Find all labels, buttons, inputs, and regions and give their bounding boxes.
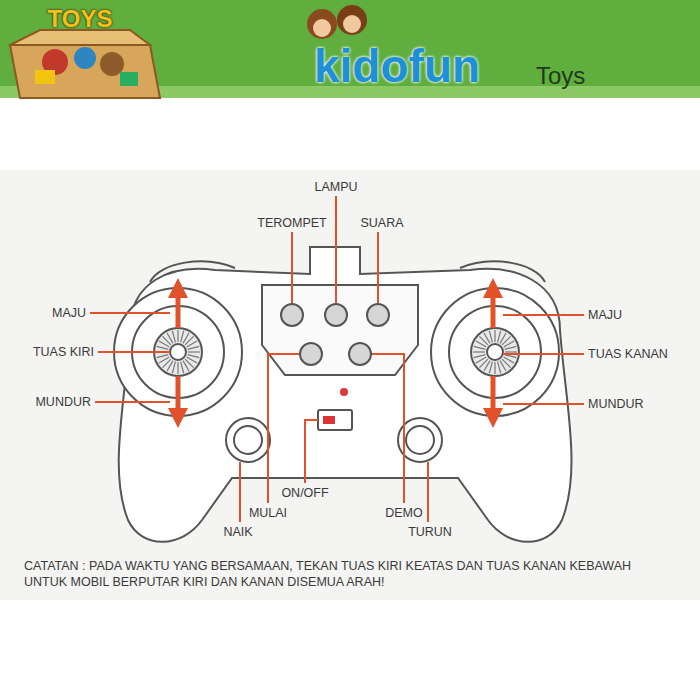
button-label: DEMO [383,506,425,520]
button-label: LAMPU [312,180,359,194]
box-lettering: TOYS [46,5,115,33]
toy-box-logo [10,30,160,98]
note-text: CATATAN : PADA WAKTU YANG BERSAMAAN, TEK… [22,558,662,591]
direction-label: MUNDUR [586,397,646,411]
button-label: NAIK [221,525,254,539]
switch-label: ON/OFF [279,486,330,500]
button-label: MULAI [247,506,289,520]
button-label: TEROMPET [255,216,328,230]
direction-label: MAJU [586,308,624,322]
brand-suffix: Toys [534,62,587,90]
monkey-mascots [307,5,367,39]
direction-label: MUNDUR [33,395,93,409]
stick-label: TUAS KIRI [31,345,96,359]
direction-label: MAJU [50,306,88,320]
button-label: TURUN [406,525,454,539]
brand-logo: kidofun [312,40,482,93]
stick-label: TUAS KANAN [586,347,670,361]
button-label: SUARA [358,216,405,230]
